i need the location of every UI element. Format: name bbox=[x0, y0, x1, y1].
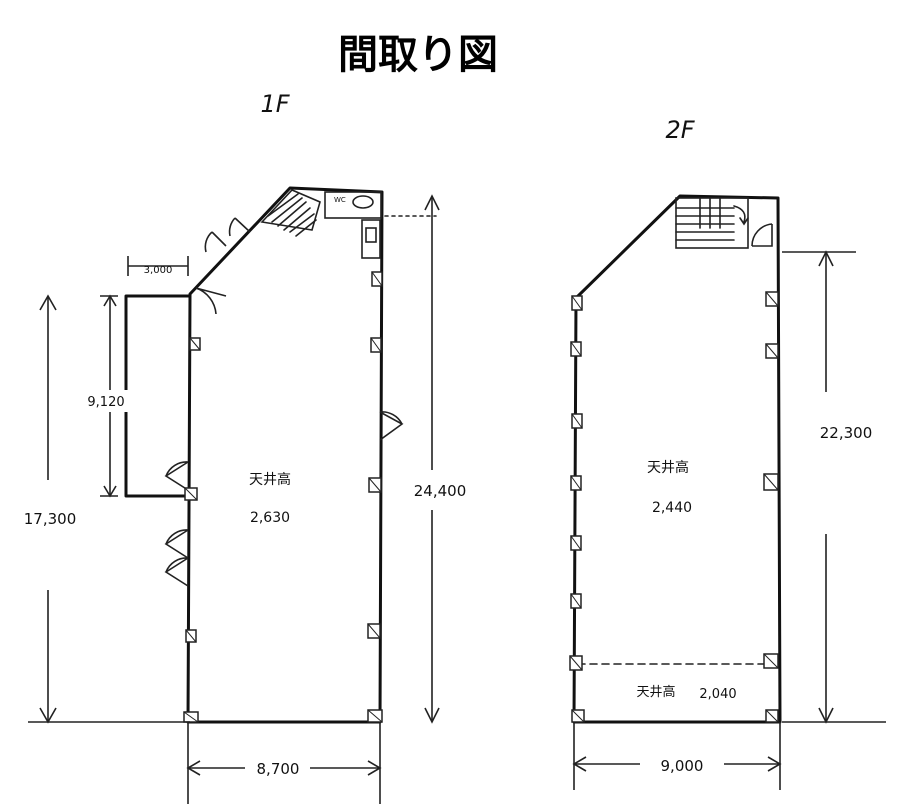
floor2-label: 2F bbox=[665, 116, 695, 144]
floor1-label: 1F bbox=[260, 90, 290, 118]
floor2-dim-length bbox=[782, 250, 886, 724]
floor2-length: 22,300 bbox=[820, 424, 873, 442]
floor1-width: 8,700 bbox=[257, 760, 300, 778]
wc-label: WC bbox=[334, 196, 346, 204]
floor1-annex-height: 9,120 bbox=[87, 395, 124, 410]
floor2-ceiling-height: 2,440 bbox=[652, 500, 692, 516]
floor1-door-2 bbox=[228, 217, 251, 237]
floor1-main-length: 24,400 bbox=[414, 482, 467, 500]
floor1-ceiling-label: 天井高 bbox=[249, 471, 291, 488]
floor2-dim-width bbox=[572, 722, 782, 790]
floor1-annex-width: 3,000 bbox=[144, 265, 173, 276]
floor1-plan: 1F WC bbox=[24, 90, 467, 804]
floor1-columns bbox=[183, 271, 383, 723]
floor1-dim-annex-width bbox=[127, 256, 189, 276]
floor1-annex-height-bg bbox=[88, 390, 128, 412]
floor2-columns bbox=[569, 291, 779, 723]
floor2-lower-ceiling-label: 天井高 bbox=[636, 684, 675, 700]
floor1-ceiling-height: 2,630 bbox=[250, 510, 290, 526]
floor2-ceiling-label: 天井高 bbox=[647, 459, 689, 476]
floor1-total-length: 17,300 bbox=[24, 510, 77, 528]
page-title: 間取り図 bbox=[338, 32, 498, 78]
floor1-main-walls bbox=[186, 186, 384, 724]
floor1-door-6 bbox=[164, 529, 189, 559]
floor1-dim-width bbox=[186, 722, 382, 804]
floor1-door-7 bbox=[164, 557, 189, 587]
floor1-dim-main-length bbox=[424, 194, 440, 724]
floor2-staircase bbox=[675, 197, 749, 249]
floor2-plan: 2F bbox=[569, 116, 886, 790]
floor1-door-3 bbox=[195, 287, 227, 315]
floor1-door-1 bbox=[204, 231, 227, 253]
floor1-door-5 bbox=[164, 461, 189, 491]
floor2-walls bbox=[572, 194, 782, 724]
floor1-dim-total-length bbox=[28, 294, 190, 724]
floor2-lower-ceiling-height: 2,040 bbox=[699, 687, 736, 702]
floor1-door-4 bbox=[379, 411, 404, 441]
floor1-wc: WC bbox=[324, 191, 382, 259]
floor2-door-stair bbox=[751, 223, 773, 247]
floor2-width: 9,000 bbox=[661, 757, 704, 775]
floor1-staircase bbox=[260, 189, 321, 237]
